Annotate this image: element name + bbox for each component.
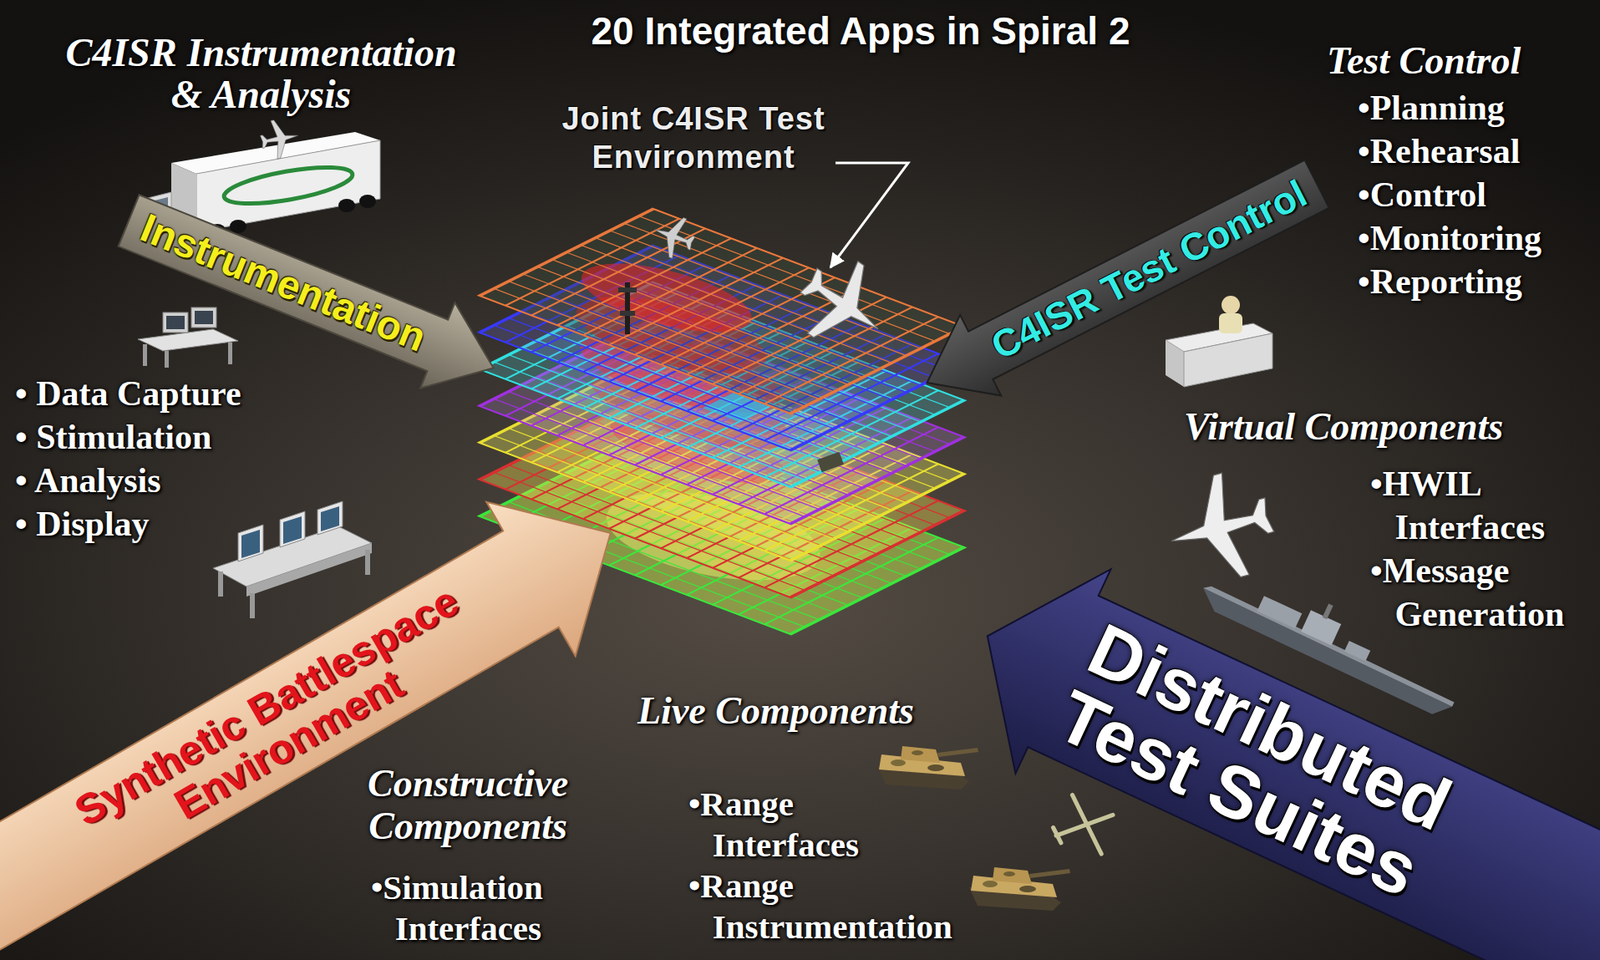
tank-illustration-part xyxy=(1003,871,1016,877)
radar-mast-part xyxy=(618,287,637,293)
section-heading: C4ISR Instrumentation & Analysis xyxy=(45,31,477,117)
arrow-body xyxy=(111,177,511,412)
arrow-body xyxy=(939,533,1600,960)
ground-vehicle xyxy=(817,452,844,473)
section-heading: Test Control xyxy=(1326,40,1521,83)
tank-illustration-part xyxy=(992,867,1032,884)
workstation-illustration-part xyxy=(164,350,169,368)
bullet-item: •HWIL Interfaces xyxy=(1370,462,1545,549)
radar-mast-part xyxy=(619,310,635,316)
tank-illustration xyxy=(969,867,1071,911)
bullet-item: •Planning xyxy=(1357,86,1505,129)
console-illustration-part xyxy=(365,549,371,575)
bullet-item: •Range Interfaces xyxy=(688,783,859,866)
tank-illustration-part xyxy=(900,746,940,763)
console-illustration-part xyxy=(246,543,372,597)
control-desk-illustration xyxy=(1165,295,1273,387)
bullet-item: • Analysis xyxy=(15,459,162,502)
bullet-item: •Range Instrumentation xyxy=(688,865,953,948)
ship-illustration-part xyxy=(1344,640,1371,661)
tank-illustration-part xyxy=(911,750,924,756)
arrow-label: Synthetic Battlespace Environment xyxy=(16,548,539,901)
ship-illustration-part xyxy=(1300,609,1341,646)
arrow-label: Distributed Test Suites xyxy=(1046,611,1519,936)
aircraft-icon xyxy=(647,209,701,264)
console-illustration-part xyxy=(218,571,224,597)
uav-illustration-part xyxy=(1045,784,1125,867)
bullet-item: •Control xyxy=(1357,173,1487,216)
grid-layer-part xyxy=(479,208,965,414)
aircraft-icon xyxy=(783,244,904,366)
workstation-illustration-part xyxy=(191,307,217,328)
console-illustration-part xyxy=(317,501,343,535)
console-illustration-part xyxy=(283,516,302,544)
bullet-item: • Stimulation xyxy=(15,416,212,458)
truck-illustration-part xyxy=(196,140,381,233)
ship-illustration-part xyxy=(1322,603,1334,620)
bullet-item: •Reporting xyxy=(1357,260,1523,303)
truck-illustration-part xyxy=(338,198,356,213)
radar-mast xyxy=(618,282,637,335)
console-illustration-part xyxy=(279,511,305,548)
console-illustration-part xyxy=(320,506,340,532)
arrow-body xyxy=(906,143,1338,423)
bullet-item: •Simulation Interfaces xyxy=(370,867,544,950)
control-desk-illustration-part xyxy=(1221,295,1240,315)
truck-illustration-part xyxy=(359,194,376,209)
section-heading: Virtual Components xyxy=(1183,406,1504,449)
uav-illustration xyxy=(1045,784,1125,867)
truck-illustration-part xyxy=(229,219,247,234)
grid-layer xyxy=(479,208,965,414)
console-illustration-part xyxy=(238,524,264,562)
leader-arrow xyxy=(830,162,909,268)
workstation-illustration-part xyxy=(162,312,188,333)
control-desk-illustration-part xyxy=(1219,313,1243,334)
truck-illustration-part xyxy=(258,116,302,161)
control-desk-illustration-part xyxy=(1183,333,1273,387)
callout-label: Joint C4ISR Test Environment xyxy=(518,100,869,177)
grid-layer-part xyxy=(479,208,965,414)
truck-illustration-part xyxy=(221,160,356,212)
section-heading: Constructive Components xyxy=(367,762,569,848)
tank-illustration-part xyxy=(982,880,998,888)
tank-illustration xyxy=(877,746,979,790)
section-heading: Live Components xyxy=(637,690,915,733)
workstation-illustration-part xyxy=(166,315,185,330)
tank-illustration-part xyxy=(1019,885,1037,893)
diagram-title: 20 Integrated Apps in Spiral 2 xyxy=(526,8,1195,54)
bullet-item: • Data Capture xyxy=(15,372,242,415)
tank-illustration-part xyxy=(890,759,906,767)
direction-arrow: C4ISR Test Control xyxy=(906,143,1338,423)
tank-illustration-part xyxy=(1029,868,1071,879)
bullet-item: •Message Generation xyxy=(1370,548,1565,636)
fighter-jet-icon xyxy=(1158,463,1284,592)
bullet-item: •Rehearsal xyxy=(1357,130,1520,173)
console-illustration-part xyxy=(249,593,255,619)
arrow-body xyxy=(0,455,656,960)
bullet-item: • Display xyxy=(15,502,150,545)
control-desk-illustration-part xyxy=(1165,340,1184,387)
workstation-illustration xyxy=(137,307,239,368)
tank-illustration-part xyxy=(927,764,945,772)
ship-illustration-part xyxy=(1257,595,1303,629)
console-illustration xyxy=(213,501,372,619)
workstation-illustration-part xyxy=(228,342,233,365)
workstation-illustration-part xyxy=(194,310,214,325)
workstation-illustration-part xyxy=(142,344,148,366)
console-illustration-part xyxy=(241,529,260,559)
bullet-item: •Monitoring xyxy=(1357,217,1542,260)
tank-illustration-part xyxy=(937,747,979,757)
